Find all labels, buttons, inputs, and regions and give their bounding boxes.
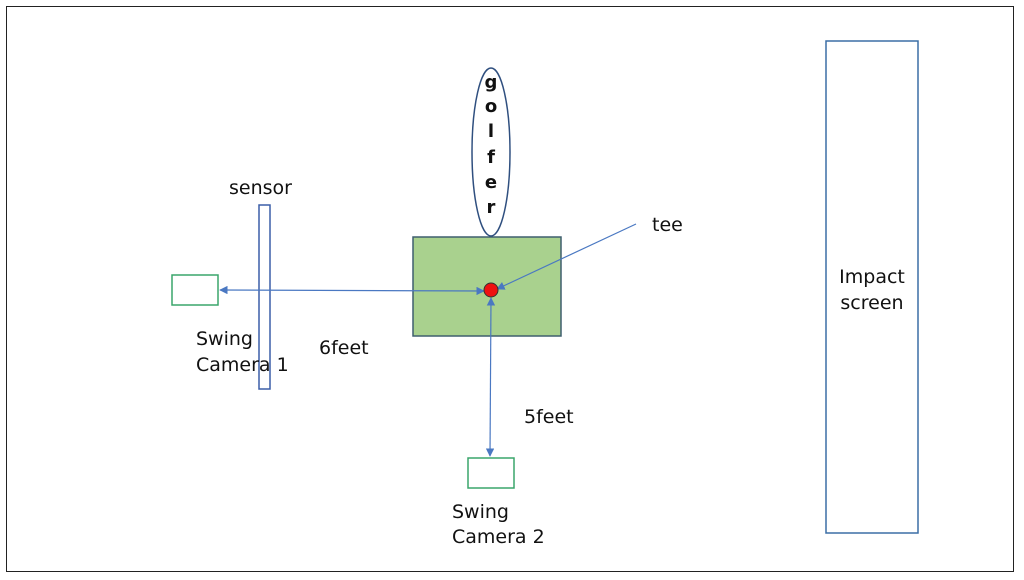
golfer-letter-e: e xyxy=(484,172,498,193)
swing-camera-1-label-line-1: Swing xyxy=(196,328,253,350)
golfer-letter-o: o xyxy=(484,96,498,117)
swing-camera-2-box xyxy=(467,457,515,489)
distance-arrow-camera-2 xyxy=(485,297,496,457)
swing-camera-1-box xyxy=(171,274,219,306)
impact-screen-label-line-2: screen xyxy=(840,292,904,314)
golfer-letter-g: g xyxy=(484,72,498,93)
golfer-letter-f: f xyxy=(487,147,495,168)
tee-pointer-arrow xyxy=(496,223,637,290)
impact-screen-box xyxy=(825,40,919,534)
distance-arrow-camera-1 xyxy=(219,285,485,296)
golfer-letter-l: l xyxy=(487,121,495,142)
sensor-label: sensor xyxy=(229,177,292,199)
distance-label-5feet: 5feet xyxy=(524,406,574,428)
golf-ball xyxy=(483,282,499,298)
impact-screen-label-line-1: Impact xyxy=(839,266,905,288)
swing-camera-2-label-line-2: Camera 2 xyxy=(452,526,545,548)
sensor-bar xyxy=(258,204,271,390)
distance-label-6feet: 6feet xyxy=(319,337,369,359)
diagram-frame xyxy=(6,6,1014,572)
swing-camera-1-label-line-2: Camera 1 xyxy=(196,354,289,376)
tee-label: tee xyxy=(652,214,683,236)
swing-camera-2-label-line-1: Swing xyxy=(452,501,509,523)
golfer-letter-r: r xyxy=(486,197,496,218)
golfer-ellipse xyxy=(471,67,511,237)
